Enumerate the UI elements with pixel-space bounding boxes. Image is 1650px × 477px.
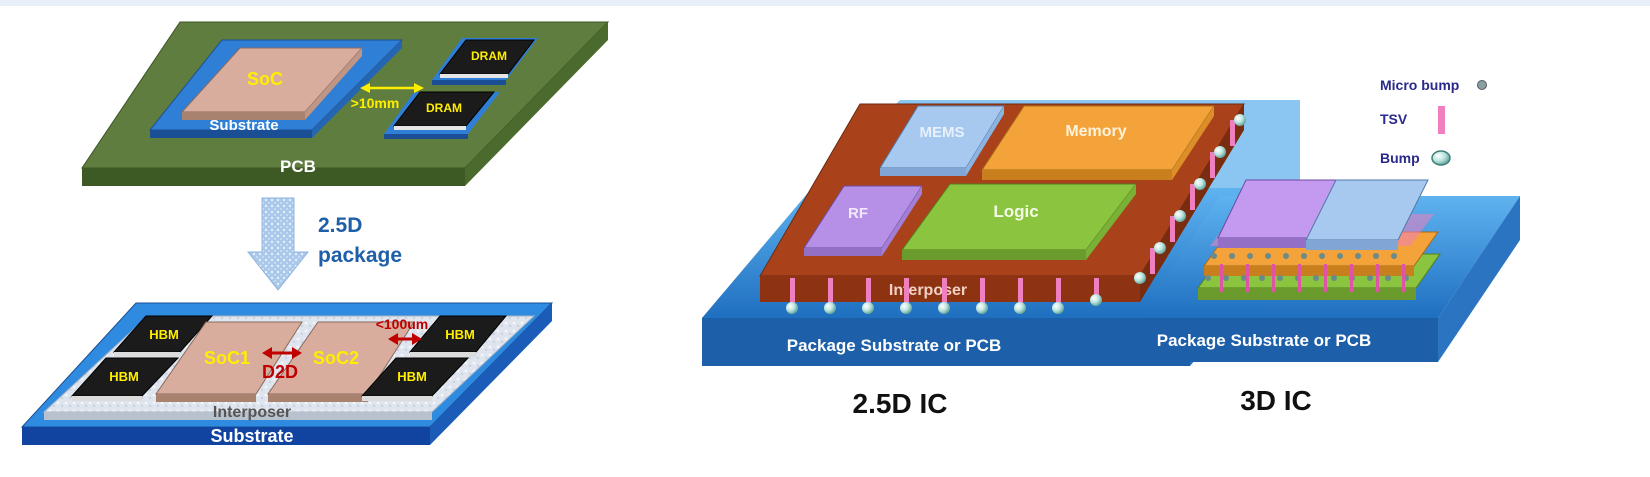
interposer-label: Interposer xyxy=(213,404,291,421)
stack-micro-bumps xyxy=(1205,253,1409,281)
bottom-substrate-label: Substrate xyxy=(210,426,293,446)
hbm-label-2: HBM xyxy=(109,369,139,384)
down-arrow-icon xyxy=(246,197,310,291)
substrate-side xyxy=(312,40,402,138)
bump-icon xyxy=(1431,150,1451,166)
interposer-bumps xyxy=(786,114,1246,314)
soc-die-side xyxy=(305,48,362,120)
transition-label-2: package xyxy=(318,244,402,267)
soc2-label: SoC2 xyxy=(313,348,359,368)
pcb-side xyxy=(465,22,608,186)
memory-label: Memory xyxy=(1065,123,1126,140)
transition-label-1: 2.5D xyxy=(318,214,362,237)
hbm-label-1: HBM xyxy=(149,327,179,342)
ic25-substrate-front xyxy=(702,318,1190,366)
soc-label: SoC xyxy=(247,69,283,89)
substrate-label: Substrate xyxy=(209,117,278,134)
ic25d-caption: 2.5D IC xyxy=(853,388,948,419)
d2d-arrow xyxy=(262,347,302,359)
conventional-package: PCB Substrate SoC DRAM DRAM xyxy=(81,21,610,186)
d2d-label: D2D xyxy=(262,362,298,382)
distance-arrow-100um xyxy=(388,333,422,345)
rf-label: RF xyxy=(848,205,868,222)
logic-label: Logic xyxy=(993,202,1038,221)
legend-tsv-label: TSV xyxy=(1380,111,1408,127)
stack-tsvs xyxy=(1220,264,1405,292)
bottom-substrate-side xyxy=(430,303,552,445)
interposer-front-25d xyxy=(760,276,1140,302)
ic3d-substrate-label: Package Substrate or PCB xyxy=(1157,331,1371,350)
dram2-label: DRAM xyxy=(426,101,462,115)
interposer-tsvs xyxy=(790,120,1235,304)
ic3d-caption: 3D IC xyxy=(1240,385,1312,416)
pcb-front xyxy=(82,168,465,186)
package-2-5d: Substrate Interposer HBM HBM SoC1 SoC2 xyxy=(20,302,554,446)
distance-label-10mm: >10mm xyxy=(351,95,400,111)
bottom-substrate-front xyxy=(22,427,430,445)
transition-arrow: 2.5D package xyxy=(246,197,402,291)
legend-micro-bump-label: Micro bump xyxy=(1380,77,1459,93)
legend-bump-label: Bump xyxy=(1380,150,1420,166)
tsv-icon xyxy=(1438,106,1445,134)
interposer-front xyxy=(44,412,432,420)
ic25-interposer-label: Interposer xyxy=(889,282,967,299)
ic3d-substrate-front xyxy=(1138,318,1438,362)
pcb-label: PCB xyxy=(280,157,316,176)
top-border xyxy=(0,0,1650,6)
dram1-label: DRAM xyxy=(471,49,507,63)
hbm-label-4: HBM xyxy=(397,369,427,384)
substrate-front xyxy=(150,130,312,138)
ic-3d: Package Substrate or PCB xyxy=(1138,179,1520,416)
distance-arrow-10mm xyxy=(360,83,424,93)
hbm-label-3: HBM xyxy=(445,327,475,342)
soc-die-front xyxy=(182,112,305,120)
legend: Micro bump TSV Bump xyxy=(1380,77,1487,166)
distance-label-100um: <100um xyxy=(376,316,429,332)
mems-label: MEMS xyxy=(920,124,965,141)
micro-bump-icon xyxy=(1477,80,1487,90)
soc1-label: SoC1 xyxy=(204,348,250,368)
ic25-substrate-label: Package Substrate or PCB xyxy=(787,336,1001,355)
